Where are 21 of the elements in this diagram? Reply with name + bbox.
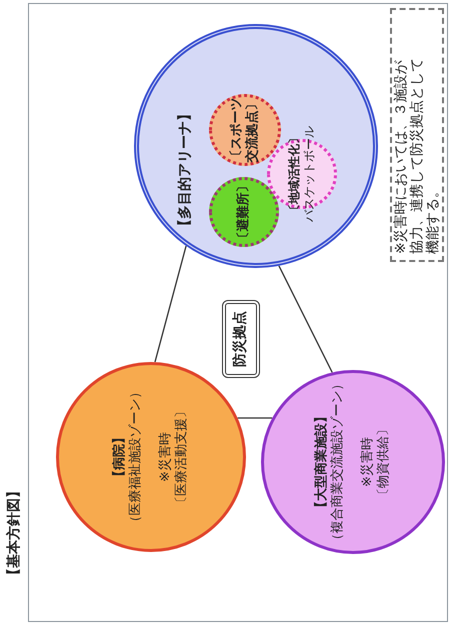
- role-label: 〔医療活動支援〕: [174, 405, 190, 509]
- hub-label: 防災拠点: [232, 311, 250, 367]
- note-text: ※災害時においては、３施設が協力、連携して防災拠点として機能する。: [392, 57, 442, 254]
- role-label: 〔物資供給〕: [376, 423, 392, 501]
- zone-label: （医療福祉施設ゾーン）: [128, 386, 144, 528]
- zone-label: （複合商業交流施設ゾーン）: [330, 378, 346, 546]
- diagram-title: 【基本方針図】: [5, 484, 23, 582]
- circle-heading: 【多目的アリーナ】: [177, 107, 194, 233]
- role-label: 〔避難所〕: [236, 180, 252, 244]
- circle-heading: 【大型商業施設】: [314, 410, 330, 514]
- connector-line: [238, 417, 272, 419]
- facility-label: バスケットボール: [302, 126, 317, 222]
- connector-line: [278, 266, 333, 373]
- role-label: 〔地域活性化〕: [287, 132, 302, 216]
- connector-line: [154, 246, 187, 362]
- disaster-note: ※災害時: [158, 432, 174, 482]
- note-box: [390, 8, 444, 262]
- disaster-note: ※災害時: [360, 437, 376, 487]
- circle-heading: 【病院】: [112, 431, 128, 483]
- role-label: 〔スポーツ交流拠点〕: [228, 96, 261, 164]
- hub-box: [222, 300, 260, 378]
